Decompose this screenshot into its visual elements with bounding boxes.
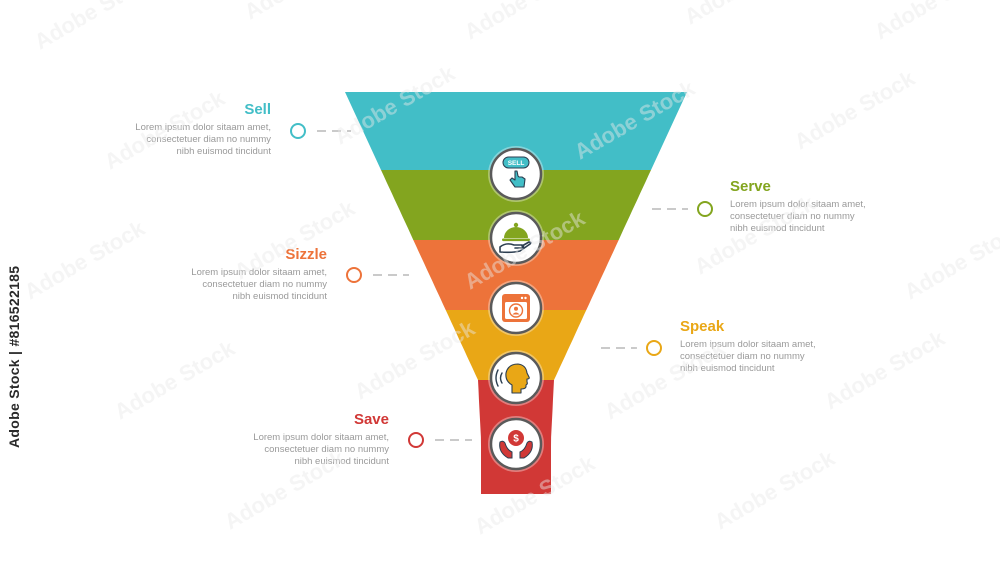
stage-description: Lorem ipsum dolor sitaam amet, consectet… bbox=[135, 122, 271, 157]
funnel-band-sell bbox=[345, 92, 687, 170]
funnel-band-speak bbox=[445, 310, 587, 380]
watermark-stock-id-text: Adobe Stock | #816522185 bbox=[6, 265, 22, 448]
stage-description: Lorem ipsum dolor sitaam amet, consectet… bbox=[253, 432, 389, 467]
connector-marker-serve bbox=[697, 201, 713, 217]
stage-title: Speak bbox=[680, 318, 725, 335]
stage-description: Lorem ipsum dolor sitaam amet, consectet… bbox=[730, 199, 866, 234]
connector-marker-speak bbox=[646, 340, 662, 356]
money-hands-icon: $ bbox=[488, 416, 544, 472]
connector-marker-sizzle bbox=[346, 267, 362, 283]
stage-title: Save bbox=[353, 411, 389, 428]
stage-title: Sell bbox=[244, 101, 271, 118]
stage-description: Lorem ipsum dolor sitaam amet, consectet… bbox=[191, 267, 327, 302]
sell-button-label: SELL bbox=[508, 160, 525, 167]
stage-title: Serve bbox=[730, 178, 771, 195]
speaking-head-icon bbox=[488, 350, 544, 406]
connector-marker-save bbox=[408, 432, 424, 448]
sell-button-icon: SELL bbox=[488, 146, 544, 202]
stage-description: Lorem ipsum dolor sitaam amet, consectet… bbox=[680, 339, 816, 374]
svg-text:$: $ bbox=[513, 433, 519, 444]
stage-title: Sizzle bbox=[285, 246, 327, 263]
funnel-band-sizzle bbox=[413, 240, 619, 310]
browser-user-icon bbox=[488, 280, 544, 336]
funnel-band-serve bbox=[381, 170, 651, 240]
food-serving-icon bbox=[488, 210, 544, 266]
connector-marker-sell bbox=[290, 123, 306, 139]
